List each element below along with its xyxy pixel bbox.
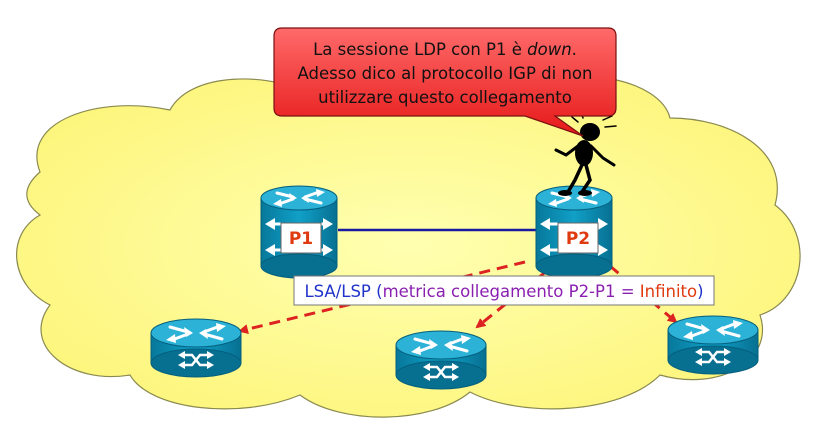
callout-line-3: utilizzare questo collegamento <box>318 88 572 107</box>
lsa-label-part3: Infinito <box>640 282 697 301</box>
lsa-label-part1: LSA/LSP ( <box>304 282 382 301</box>
callout-line-1-c: . <box>572 40 577 59</box>
lsa-label-box <box>293 275 715 306</box>
router-p2-label-box <box>557 222 599 254</box>
stick-figure <box>554 111 617 196</box>
router-bottom-center <box>394 329 488 391</box>
router-bottom-left <box>149 317 243 379</box>
lsa-label: LSA/LSP (metrica collegamento P2-P1 = In… <box>304 282 703 301</box>
router-p1-label-box <box>280 222 322 254</box>
callout-line-1-a: La sessione LDP con P1 è <box>313 40 527 59</box>
router-bottom-right <box>666 314 760 376</box>
router-p2-label: P2 <box>566 229 590 249</box>
callout-line-1-b: down <box>527 40 572 59</box>
lsa-label-part2: metrica collegamento P2-P1 = <box>383 282 640 301</box>
router-p1-label: P1 <box>289 229 313 249</box>
speech-callout <box>273 27 617 137</box>
callout-line-2: Adesso dico al protocollo IGP di non <box>298 64 593 83</box>
lsa-label-part4: ) <box>697 282 703 301</box>
callout-line-1: La sessione LDP con P1 è down. <box>313 40 577 59</box>
